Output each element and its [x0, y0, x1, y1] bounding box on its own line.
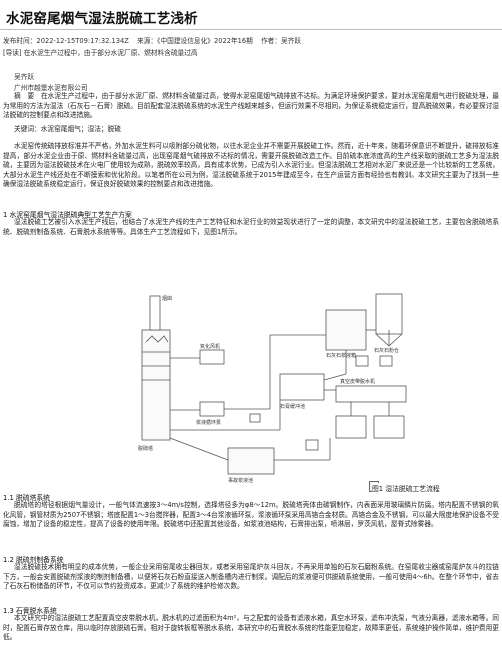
title-divider: [0, 29, 502, 30]
emergency-slurry-tank-shape: [227, 447, 275, 475]
label-chimney: 烟囱: [162, 295, 172, 302]
label-emergency-tank: 事故浆液池: [228, 477, 253, 484]
publish-time: 发布时间：2022-12-15T09:17:32.134Z: [3, 37, 129, 45]
limestone-slurry-tank-shape: [325, 309, 367, 351]
label-tower: 脱硫塔: [138, 445, 153, 452]
label-silo: 石灰石粉仓: [374, 347, 399, 354]
section-1-3-paragraph: 本文研究中的湿法脱硫工艺配置真空皮带脱水机，脱水机的过滤面积为4m²，与之配套的…: [3, 614, 499, 642]
vacuum-belt-dewaterer-shape: [335, 385, 407, 403]
section1-paragraph: 湿法脱硫工艺被引入水泥生产线后，也结合了水泥生产线的生产工艺特征和水泥行业的效益…: [3, 218, 499, 236]
limestone-silo-shape: [375, 293, 403, 335]
abstract: 摘 要 在水泥生产过程中，由于部分水泥厂原、燃材料含硫量过高，使得水泥窑尾烟气硫…: [3, 92, 499, 120]
author-name: 吴齐跃: [14, 73, 35, 81]
process-flow-diagram: 脱硫塔 烟囱 氧化风机 浆液循环泵 石灰石浆液箱 石灰石粉仓 石膏缓冲池 真空皮…: [138, 293, 407, 484]
desulfurization-tower-shape: [141, 329, 171, 441]
article-title: 水泥窑尾烟气湿法脱硫工艺浅析: [6, 11, 198, 27]
source-journal[interactable]: 来源：《中国建设信息化》2022年16期: [137, 37, 253, 45]
label-buffer-tank: 石膏缓冲池: [280, 403, 305, 410]
section1-heading: 1 水泥窑尾烟气湿法脱硫典型工艺生产方案: [3, 211, 132, 219]
chimney-shape: [149, 295, 161, 331]
oxidation-fan-shape: [199, 349, 225, 365]
author-line: 作者：吴齐跃: [261, 37, 302, 45]
section-1-2-heading: 1.2 脱硫剂制备系统: [3, 556, 64, 564]
article-meta: 发布时间：2022-12-15T09:17:32.134Z 来源：《中国建设信息…: [3, 35, 307, 45]
author-affiliation: 广州市越堡水泥有限公司: [14, 84, 88, 92]
section-1-1-heading: 1.1 脱硫塔系统: [3, 494, 50, 502]
circulation-pump-shape: [199, 401, 225, 417]
gypsum-buffer-tank-shape: [279, 373, 325, 401]
section-1-3-heading: 1.3 石膏脱水系统: [3, 607, 57, 615]
label-fan: 氧化风机: [200, 343, 220, 350]
section-1-1-paragraph: 脱硫塔的塔径根据烟气量设计，一般气体流速按3～4m/s控制，选择塔径多为φ8～1…: [3, 501, 499, 529]
label-slurry-tank: 石灰石浆液箱: [326, 352, 356, 359]
lead-summary: [导读] 在水泥生产过程中，由于部分水泥厂原、燃材料含硫量过高: [3, 49, 198, 57]
label-pump: 浆液循环泵: [196, 419, 221, 426]
figure-caption: 图1 湿法脱硫工艺流程: [372, 483, 440, 493]
intro-paragraph: 水泥窑传统硫排放标准并不严格，外加水泥生料可以吸附部分硫化物，以往水泥企业并不需…: [3, 142, 499, 189]
section-1-2-paragraph: 湿法脱硫技术拥有明显的成本优势，一般企业采用窑尾收尘器回灰，或者采用窑尾炉灰斗回…: [3, 563, 499, 591]
label-dewaterer: 真空皮带脱水机: [340, 378, 375, 385]
keywords: 关键词：水泥窑尾烟气；湿法；脱硫: [14, 125, 121, 133]
process-flow-figure: 脱硫塔 烟囱 氧化风机 浆液循环泵 石灰石浆液箱 石灰石粉仓 石膏缓冲池 真空皮…: [130, 290, 440, 488]
